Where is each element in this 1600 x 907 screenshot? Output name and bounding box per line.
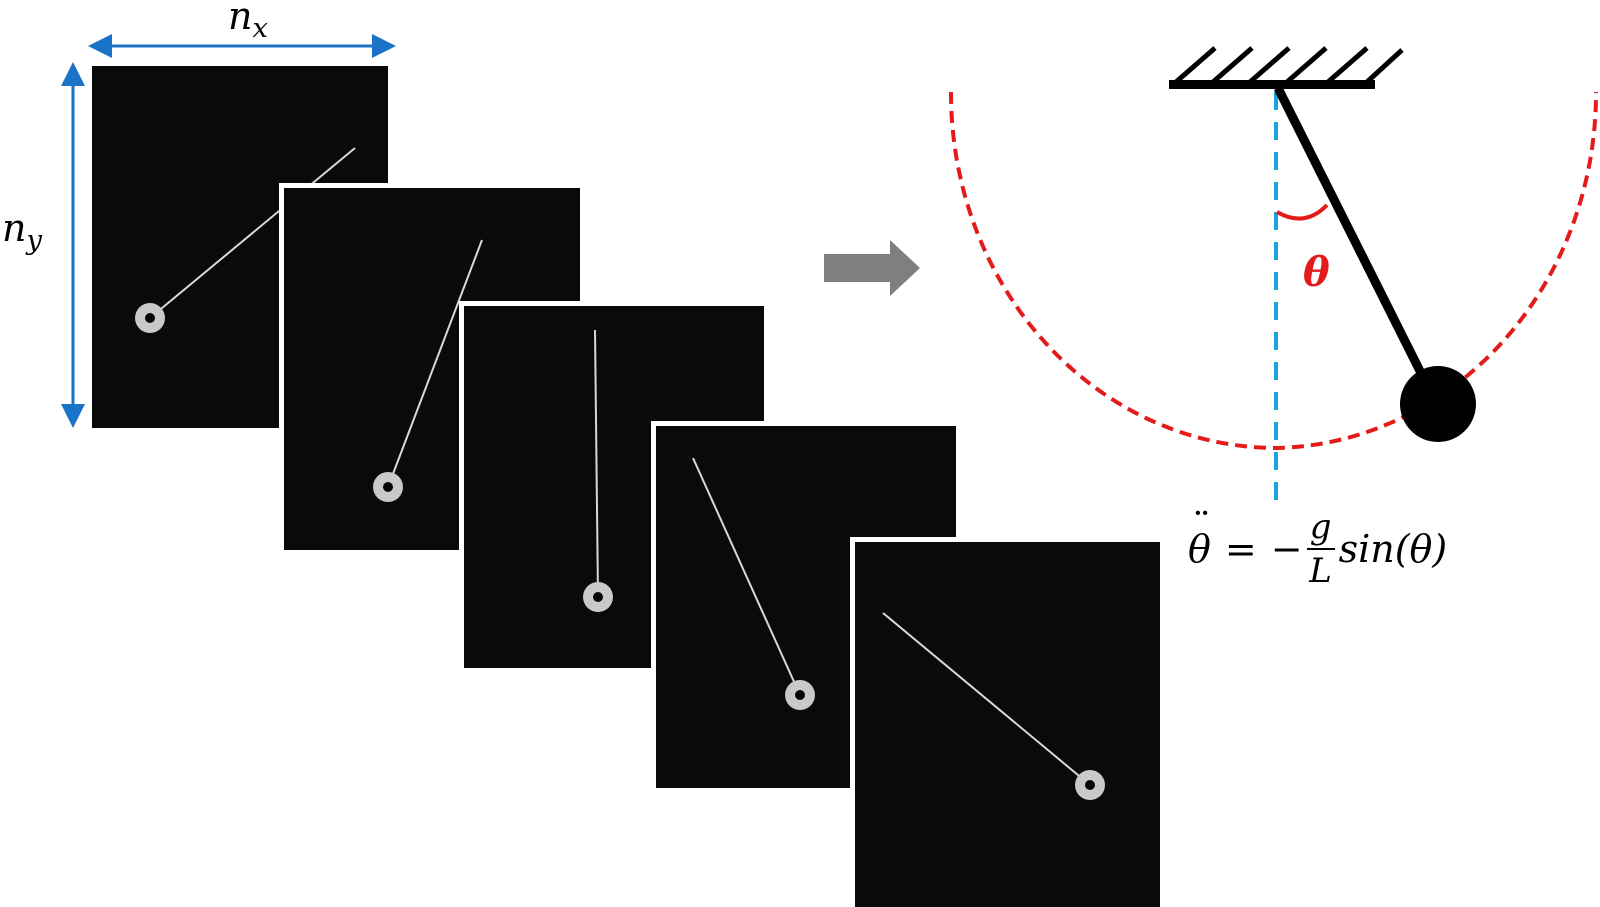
- pendulum-photo: [583, 329, 613, 612]
- pendulum-bob: [1400, 366, 1476, 442]
- equation-minus: −: [1270, 527, 1303, 571]
- pendulum-rod: [1273, 85, 1437, 398]
- pendulum-photo: [135, 147, 356, 333]
- ny-label: ny: [2, 206, 42, 256]
- transition-arrow-icon: [824, 240, 920, 296]
- equation-equals: =: [1224, 527, 1257, 571]
- ny-subscript: y: [26, 224, 42, 256]
- ny-base: n: [2, 206, 27, 250]
- angle-arc-icon: [1276, 203, 1329, 221]
- video-frame-5: [850, 537, 1165, 907]
- pendulum-photo: [373, 239, 483, 502]
- equation-rhs: sin(θ): [1338, 527, 1448, 571]
- nx-base: n: [228, 0, 253, 38]
- equation-lhs: θ: [1188, 505, 1211, 571]
- equation-denominator: L: [1309, 551, 1332, 591]
- swing-arc: [948, 91, 1599, 451]
- ceiling-support-icon: [1169, 46, 1404, 89]
- equation: θ = − g L sin(θ): [1188, 505, 1448, 591]
- fraction-bar: [1306, 548, 1335, 550]
- equation-numerator: g: [1309, 507, 1332, 547]
- pendulum-schematic: [948, 46, 1599, 512]
- pendulum-photo: [692, 457, 815, 710]
- pendulum-photo: [882, 612, 1105, 800]
- equation-fraction: g L: [1306, 507, 1335, 591]
- theta-label: θ: [1303, 249, 1330, 296]
